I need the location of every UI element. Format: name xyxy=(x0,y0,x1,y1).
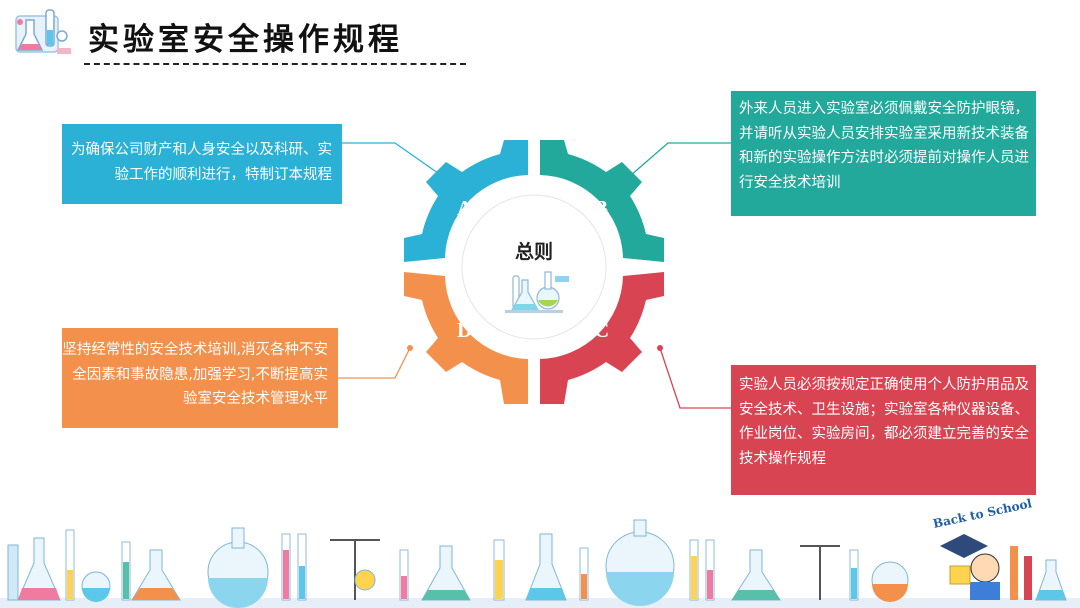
gear-quadrant-a xyxy=(404,140,528,262)
gear-quadrant-b xyxy=(540,140,664,262)
lab-flask-icon xyxy=(15,9,71,54)
gear-quadrant-c xyxy=(540,272,664,404)
gear-letter-c: C xyxy=(594,318,610,342)
info-box-d: 坚持经常性的安全技术培训,消灭各种不安全因素和事故隐患,加强学习,不断提高实验室… xyxy=(62,328,338,428)
gear-letter-a: A xyxy=(457,196,473,220)
school-badge-text: Back to School xyxy=(932,496,1034,531)
gear-letter-d: D xyxy=(457,318,473,342)
lab-equipment-illustration xyxy=(0,519,1080,608)
gear-center-label: 总则 xyxy=(514,241,553,263)
info-box-b: 外来人员进入实验室必须佩戴安全防护眼镜，并请听从实验人员安排实验室采用新技术装备… xyxy=(731,91,1036,216)
gear-letter-b: B xyxy=(594,196,609,220)
gear-quadrant-d xyxy=(404,272,528,404)
lab-equipment-border: Back to School xyxy=(0,496,1080,608)
title-divider xyxy=(84,63,466,65)
info-box-c: 实验人员必须按规定正确使用个人防护用品及安全技术、卫生设施；实验室各种仪器设备、… xyxy=(731,365,1036,495)
lab-glassware-icon xyxy=(505,271,569,313)
page-title: 实验室安全操作规程 xyxy=(88,22,403,58)
info-box-a: 为确保公司财产和人身安全以及科研、实验工作的顺利进行，特制订本规程 xyxy=(62,124,342,204)
gear-center xyxy=(461,194,607,340)
